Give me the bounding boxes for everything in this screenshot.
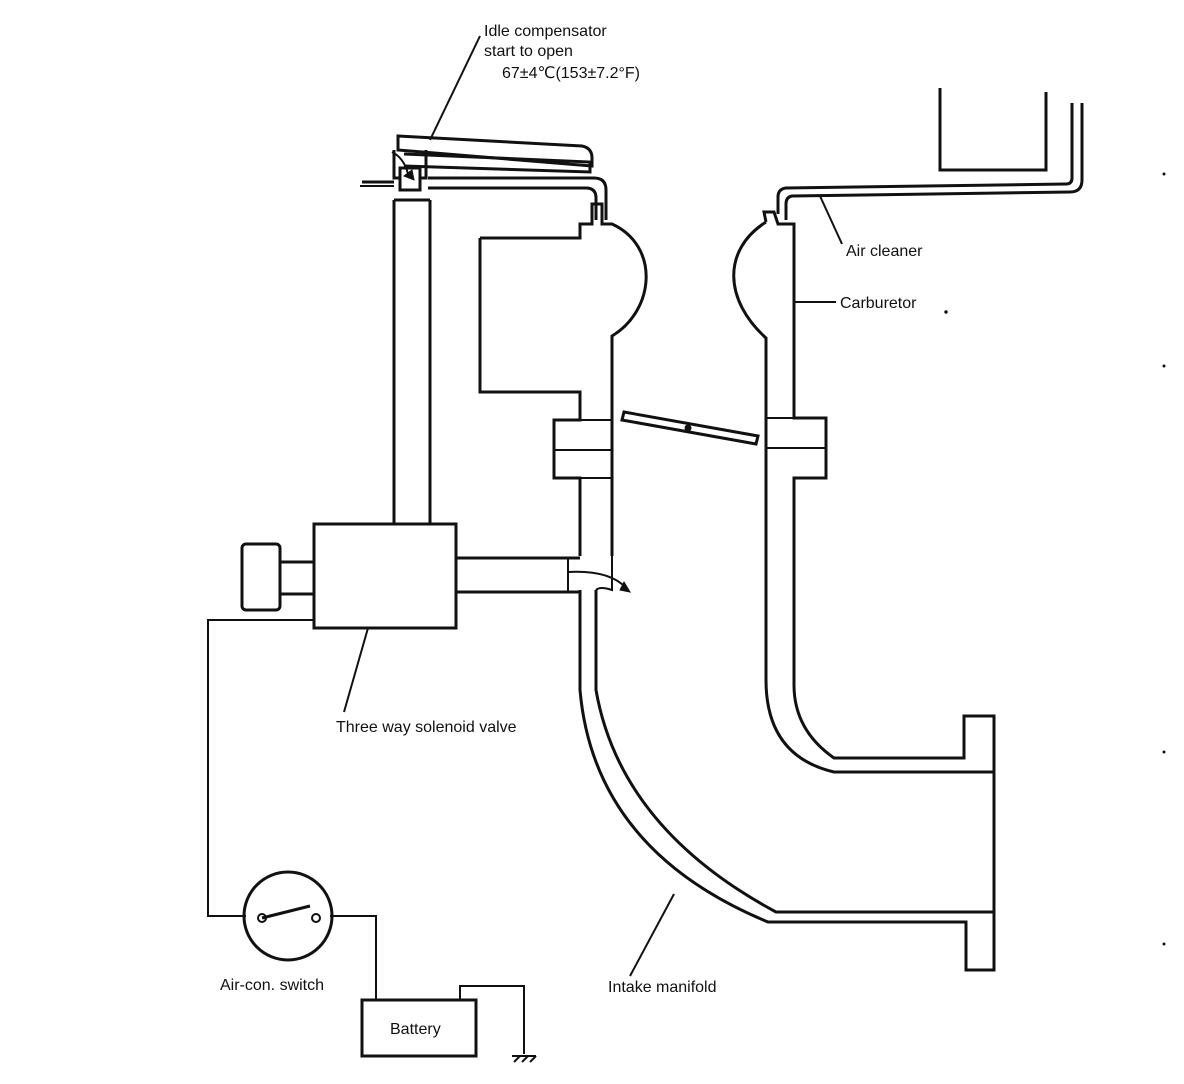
intake-manifold xyxy=(578,556,996,972)
air-con-switch xyxy=(242,870,334,962)
label-idle-compensator: Idle compensator xyxy=(484,23,607,40)
label-air-con-switch: Air-con. switch xyxy=(220,977,324,994)
carburetor-right-wall xyxy=(620,210,996,774)
carburetor-left-wall xyxy=(428,176,648,556)
label-intake-manifold: Intake manifold xyxy=(608,979,717,996)
label-open-temperature: 67±4℃(153±7.2°F) xyxy=(502,65,640,82)
air-cleaner-housing xyxy=(776,88,1084,220)
leader-lines xyxy=(343,35,843,977)
label-three-way-solenoid-valve: Three way solenoid valve xyxy=(336,719,517,736)
battery xyxy=(360,998,478,1058)
label-battery: Battery xyxy=(390,1021,441,1038)
three-way-solenoid-valve xyxy=(240,522,632,630)
label-air-cleaner: Air cleaner xyxy=(846,243,923,260)
label-start-to-open: start to open xyxy=(484,43,573,60)
vacuum-hose-vertical xyxy=(392,198,432,524)
scan-specks xyxy=(944,172,1166,946)
wiring xyxy=(207,619,537,1063)
label-carburetor: Carburetor xyxy=(840,295,917,312)
idle-compensator xyxy=(360,134,594,192)
